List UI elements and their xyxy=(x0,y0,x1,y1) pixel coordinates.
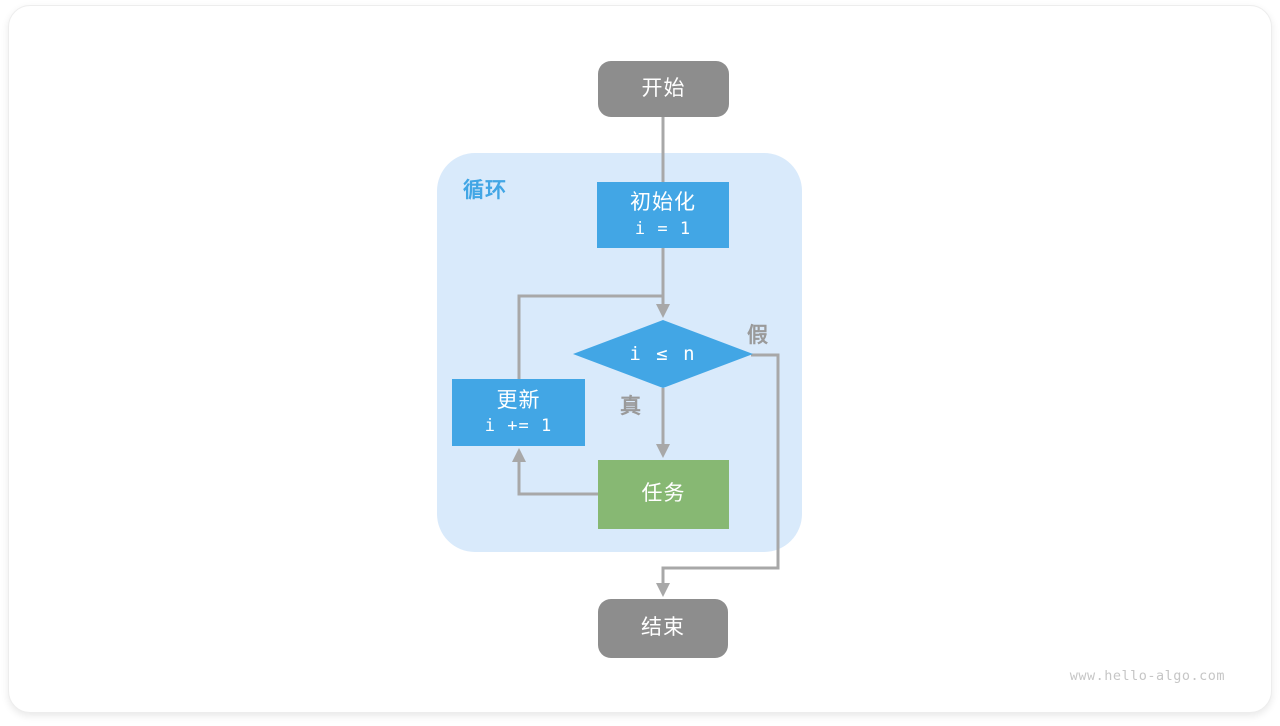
node-init-code: i = 1 xyxy=(635,219,691,240)
arrowhead-into-condition xyxy=(656,304,670,318)
node-update-code: i += 1 xyxy=(485,416,552,437)
node-task-label: 任务 xyxy=(642,481,686,507)
loop-container-label: 循环 xyxy=(463,174,507,204)
node-init-title: 初始化 xyxy=(630,190,696,216)
arrowhead-into-update xyxy=(512,448,526,462)
figure-card: 循环 开始 初始化 i = 1 xyxy=(8,5,1272,713)
watermark: www.hello-algo.com xyxy=(1070,668,1225,684)
node-start: 开始 xyxy=(598,61,729,117)
node-task: 任务 xyxy=(598,460,729,529)
node-condition-label: i ≤ n xyxy=(629,343,696,365)
branch-label-false: 假 xyxy=(747,319,768,349)
node-end: 结束 xyxy=(598,599,728,658)
node-init: 初始化 i = 1 xyxy=(597,182,729,248)
arrowhead-into-end xyxy=(656,583,670,597)
arrowhead-into-task xyxy=(656,444,670,458)
node-update: 更新 i += 1 xyxy=(452,379,585,446)
branch-label-true: 真 xyxy=(620,390,641,420)
node-update-title: 更新 xyxy=(497,388,541,414)
node-start-label: 开始 xyxy=(642,76,686,102)
node-end-label: 结束 xyxy=(641,615,685,641)
flowchart-canvas: 循环 开始 初始化 i = 1 xyxy=(9,6,1271,712)
edge-task-to-update xyxy=(519,462,598,494)
